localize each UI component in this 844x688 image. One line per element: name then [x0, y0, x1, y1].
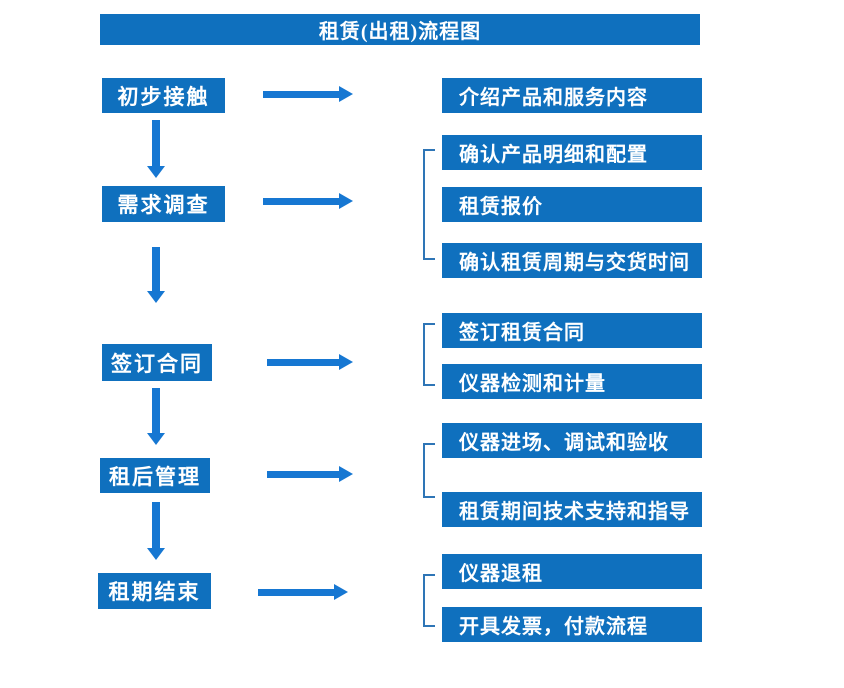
detail-box-rental-quotation: 租赁报价	[442, 187, 702, 222]
arrow-head	[339, 354, 353, 370]
detail-box-technical-support: 租赁期间技术支持和指导	[442, 492, 702, 527]
arrow-head	[339, 86, 353, 102]
group-bracket	[423, 443, 435, 498]
arrow-shaft	[258, 589, 336, 596]
arrow-shaft	[152, 388, 160, 434]
detail-box-confirm-product-config: 确认产品明细和配置	[442, 135, 702, 170]
step-box-initial-contact: 初步接触	[102, 78, 225, 113]
step-box-sign-contract: 签订合同	[102, 344, 212, 381]
arrow-shaft	[267, 471, 341, 478]
arrow-right-icon	[267, 354, 353, 370]
arrow-head	[147, 548, 165, 560]
arrow-right-icon	[267, 466, 353, 482]
title-bar: 租赁(出租)流程图	[100, 14, 700, 45]
step-box-post-rental-management: 租后管理	[100, 458, 210, 493]
arrow-shaft	[152, 120, 160, 167]
arrow-right-icon	[263, 86, 353, 102]
arrow-shaft	[152, 247, 160, 292]
detail-box-instrument-testing: 仪器检测和计量	[442, 364, 702, 399]
arrow-right-icon	[258, 584, 348, 600]
detail-box-invoice-payment: 开具发票，付款流程	[442, 607, 702, 642]
detail-box-instrument-setup-acceptance: 仪器进场、调试和验收	[442, 423, 702, 458]
arrow-right-icon	[263, 193, 353, 209]
step-box-needs-survey: 需求调查	[102, 186, 225, 222]
group-bracket	[423, 574, 435, 627]
arrow-head	[339, 466, 353, 482]
arrow-down-icon	[147, 388, 165, 445]
detail-box-introduce-products: 介绍产品和服务内容	[442, 78, 702, 113]
detail-box-confirm-period-delivery: 确认租赁周期与交货时间	[442, 243, 702, 278]
arrow-down-icon	[147, 120, 165, 178]
arrow-shaft	[152, 502, 160, 549]
arrow-shaft	[263, 91, 341, 98]
step-box-rental-end: 租期结束	[98, 573, 211, 609]
arrow-head	[147, 291, 165, 303]
detail-box-instrument-return: 仪器退租	[442, 554, 702, 589]
page-title: 租赁(出租)流程图	[318, 21, 482, 43]
arrow-head	[334, 584, 348, 600]
arrow-shaft	[263, 198, 341, 205]
arrow-head	[147, 166, 165, 178]
detail-box-sign-rental-contract: 签订租赁合同	[442, 313, 702, 348]
group-bracket	[423, 149, 435, 260]
arrow-down-icon	[147, 502, 165, 560]
arrow-shaft	[267, 359, 341, 366]
group-bracket	[423, 323, 435, 386]
arrow-head	[339, 193, 353, 209]
arrow-head	[147, 433, 165, 445]
arrow-down-icon	[147, 247, 165, 303]
